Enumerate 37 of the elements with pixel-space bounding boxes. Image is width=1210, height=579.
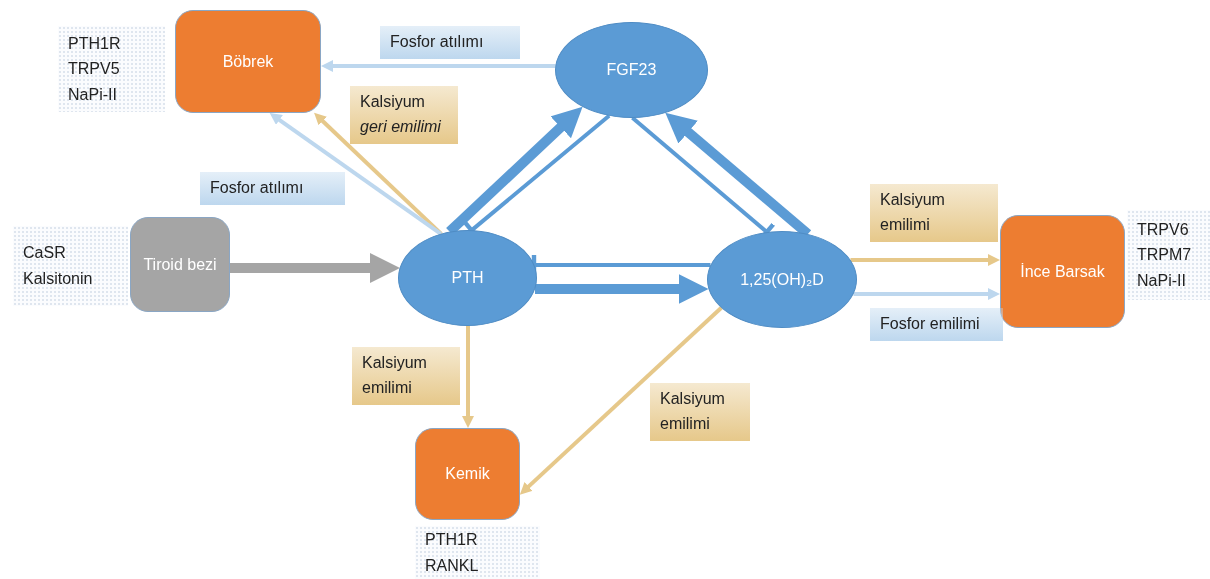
node-label: PTH xyxy=(450,268,485,289)
receptor-label: PTH1R xyxy=(68,33,122,54)
receptor-label: Kalsitonin xyxy=(23,269,94,289)
receptor-label: PTH1R xyxy=(425,529,479,550)
receptor-label: TRPM7 xyxy=(1137,245,1193,266)
edge-label: Fosfor atılımı xyxy=(380,26,520,59)
node-label: İnce Barsak xyxy=(1019,261,1106,282)
arrow xyxy=(321,60,556,72)
arrow xyxy=(535,274,709,304)
edge-label: Kalsiyum geri emilimi xyxy=(350,86,458,144)
arrow xyxy=(462,325,474,428)
edge-label: Fosfor atılımı xyxy=(200,172,345,205)
organ-box xyxy=(130,217,230,312)
arrow xyxy=(853,288,1000,300)
edge-label: Kalsiyum emilimi xyxy=(650,383,750,441)
receptor-label: NaPi-II xyxy=(68,84,118,105)
receptor-label: NaPi-II xyxy=(1137,270,1187,291)
arrow xyxy=(230,253,400,283)
node-label: Tiroid bezi xyxy=(142,254,218,275)
arrow xyxy=(850,254,1000,266)
receptor-label: CaSR xyxy=(23,243,67,264)
receptor-label: TRPV6 xyxy=(1137,219,1190,240)
organ-box xyxy=(415,428,520,520)
arrow xyxy=(519,306,723,495)
node-label: FGF23 xyxy=(605,60,658,81)
receptor-label: RANKL xyxy=(425,555,480,576)
arrow xyxy=(314,112,443,236)
edge-label: Fosfor emilimi xyxy=(870,308,1003,341)
organ-box xyxy=(1000,215,1125,328)
receptor-label: TRPV5 xyxy=(68,59,121,80)
arrow xyxy=(269,113,442,236)
edge-label: Kalsiyum emilimi xyxy=(870,184,998,242)
node-label: Kemik xyxy=(444,464,491,485)
node-label: 1,25(OH)₂D xyxy=(739,269,825,290)
organ-box xyxy=(175,10,321,113)
edge-label: Kalsiyum emilimi xyxy=(352,347,460,405)
node-label: Böbrek xyxy=(221,51,275,72)
